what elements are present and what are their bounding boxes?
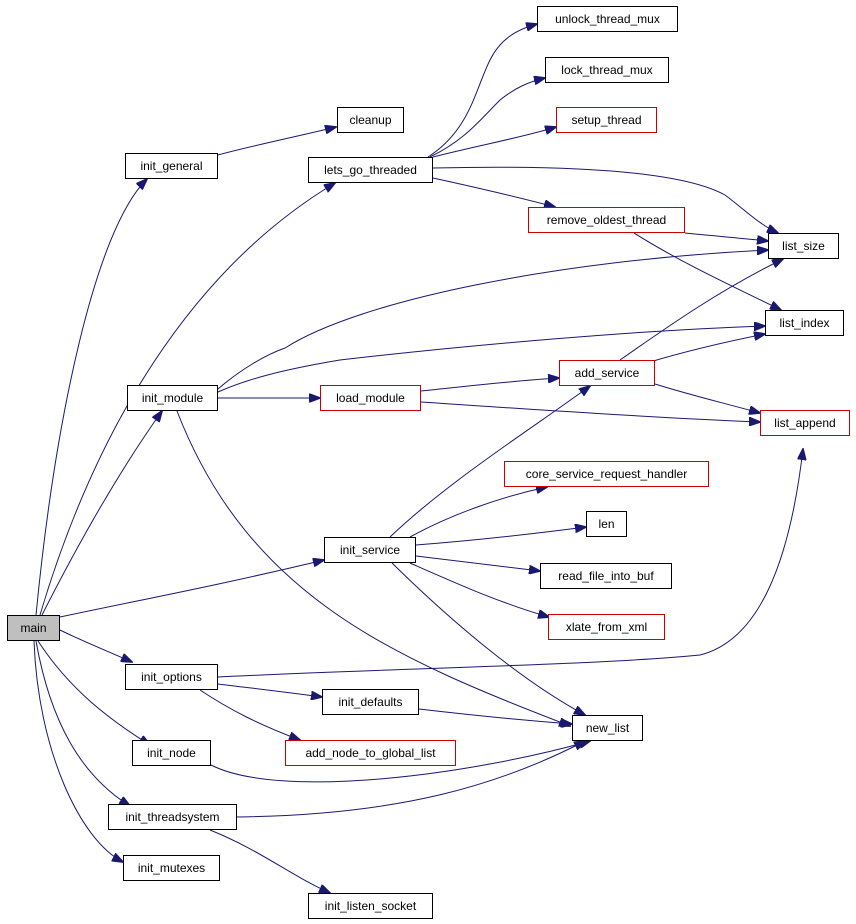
edge-remove-oldest-thread-to-list-index (633, 232, 781, 310)
node-add-node-to-global-list[interactable]: add_node_to_global_list (285, 740, 456, 766)
edge-init-service-to-len (415, 527, 586, 546)
edge-init-defaults-to-new-list (418, 708, 572, 724)
edge-init-general-to-cleanup (217, 127, 336, 156)
edge-main-to-lets-go-threaded (39, 183, 335, 616)
edge-init-options-to-init-defaults (217, 683, 322, 697)
node-list-append[interactable]: list_append (760, 410, 850, 436)
node-init-threadsystem[interactable]: init_threadsystem (108, 804, 237, 830)
edge-main-to-init-threadsystem (35, 640, 130, 806)
node-cleanup[interactable]: cleanup (337, 107, 404, 133)
node-lock-thread-mux[interactable]: lock_thread_mux (545, 57, 669, 83)
edge-lets-go-threaded-to-unlock-thread-mux (427, 24, 537, 158)
node-read-file-into-buf[interactable]: read_file_into_buf (540, 563, 672, 589)
edge-main-to-init-service (59, 560, 324, 618)
node-list-size[interactable]: list_size (768, 233, 839, 259)
node-list-index[interactable]: list_index (765, 310, 844, 336)
node-load-module[interactable]: load_module (320, 385, 421, 411)
edge-load-module-to-list-append (420, 401, 760, 422)
edge-load-module-to-add-service (420, 378, 559, 392)
edge-init-service-to-new-list (391, 562, 585, 715)
edge-init-service-to-xlate-from-xml (409, 562, 549, 617)
edge-add-service-to-list-append (654, 383, 760, 413)
node-remove-oldest-thread[interactable]: remove_oldest_thread (528, 207, 685, 233)
edge-add-service-to-list-size (619, 259, 783, 361)
edge-init-service-to-read-file-into-buf (415, 555, 540, 571)
edge-init-node-to-new-list (210, 741, 590, 783)
node-add-service[interactable]: add_service (559, 360, 655, 386)
edge-init-threadsystem-to-init-listen-socket (209, 829, 330, 893)
edge-add-service-to-list-index (649, 334, 765, 363)
node-main: main (7, 615, 60, 641)
node-core-service-request-handler[interactable]: core_service_request_handler (504, 461, 709, 487)
edge-remove-oldest-thread-to-list-size (684, 232, 768, 241)
node-init-listen-socket[interactable]: init_listen_socket (308, 893, 433, 919)
edge-main-to-init-node (37, 640, 150, 745)
node-init-general[interactable]: init_general (125, 153, 218, 179)
node-len[interactable]: len (586, 511, 627, 537)
node-init-options[interactable]: init_options (125, 664, 218, 690)
node-xlate-from-xml[interactable]: xlate_from_xml (548, 614, 665, 640)
edge-main-to-init-module (41, 411, 162, 616)
edge-init-module-to-new-list (176, 410, 570, 726)
node-init-mutexes[interactable]: init_mutexes (123, 855, 220, 881)
node-init-service[interactable]: init_service (324, 537, 416, 563)
edge-main-to-init-options (59, 629, 132, 662)
edge-init-options-to-list-append (217, 449, 803, 678)
edge-init-threadsystem-to-new-list (236, 741, 585, 818)
edge-lets-go-threaded-to-setup-thread (432, 127, 556, 158)
edge-init-module-to-list-index (217, 326, 765, 393)
edge-lets-go-threaded-to-remove-oldest-thread (432, 177, 555, 207)
node-setup-thread[interactable]: setup_thread (556, 107, 657, 133)
node-new-list[interactable]: new_list (572, 715, 643, 741)
node-init-module[interactable]: init_module (127, 385, 218, 411)
edge-init-module-to-list-size (217, 250, 768, 390)
node-init-defaults[interactable]: init_defaults (322, 689, 419, 715)
node-init-node[interactable]: init_node (132, 740, 211, 766)
edge-main-to-init-general (35, 179, 147, 616)
edge-lets-go-threaded-to-list-size (432, 166, 778, 233)
node-lets-go-threaded[interactable]: lets_go_threaded (308, 157, 433, 183)
edge-init-service-to-core-service-request-handler (409, 487, 547, 538)
edge-lets-go-threaded-to-lock-thread-mux (429, 78, 545, 158)
edge-init-options-to-add-node-to-global-list (199, 689, 300, 740)
edge-main-to-init-mutexes (33, 640, 123, 862)
edge-init-service-to-add-service (389, 386, 590, 538)
node-unlock-thread-mux[interactable]: unlock_thread_mux (537, 6, 678, 32)
